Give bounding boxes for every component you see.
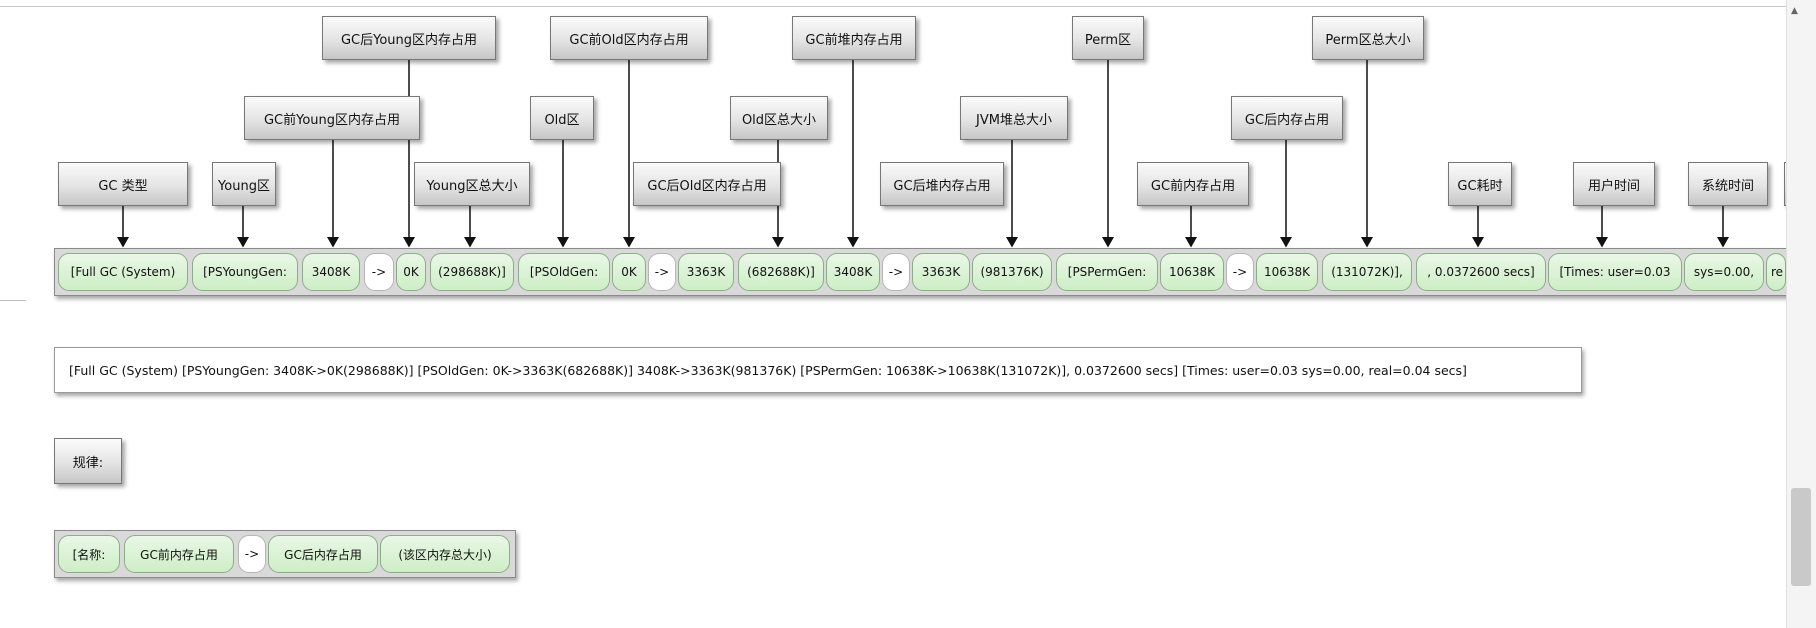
segment-young-before: 3408K	[302, 253, 360, 291]
segment-real-partial: re	[1766, 253, 1786, 291]
rule-segment-name: [名称:	[58, 535, 120, 573]
label-gc-time: GC耗时	[1448, 162, 1512, 206]
label-young-total: Young区总大小	[414, 162, 530, 206]
label-gc-before-old: GC前Old区内存占用	[550, 16, 708, 60]
segment-perm-before: 10638K	[1160, 253, 1224, 291]
label-gc-type: GC 类型	[58, 162, 188, 206]
segment-full-gc: [Full GC (System)	[58, 253, 188, 291]
segment-arrow: ->	[648, 253, 676, 291]
segment-arrow: ->	[882, 253, 910, 291]
full-gc-log-line: [Full GC (System) [PSYoungGen: 3408K->0K…	[54, 347, 1582, 393]
segment-heap-before: 3408K	[826, 253, 880, 291]
label-jvm-heap-total: JVM堆总大小	[960, 96, 1068, 140]
segment-old-before: 0K	[612, 253, 646, 291]
segment-old-after: 3363K	[678, 253, 734, 291]
label-old-total: Old区总大小	[730, 96, 828, 140]
label-sys-time: 系统时间	[1688, 162, 1768, 206]
label-user-time: 用户时间	[1573, 162, 1655, 206]
label-gc-after-heap: GC后堆内存占用	[880, 162, 1004, 206]
label-gc-after-mem: GC后内存占用	[1231, 96, 1343, 140]
segment-young-after: 0K	[396, 253, 426, 291]
segment-heap-after: 3363K	[912, 253, 970, 291]
segment-heap-total: (981376K)	[972, 253, 1052, 291]
scrollbar-thumb[interactable]	[1791, 488, 1811, 586]
top-divider	[0, 6, 1790, 7]
segment-arrow: ->	[1226, 253, 1254, 291]
rule-label: 规律:	[54, 438, 122, 484]
label-gc-before-young: GC前Young区内存占用	[244, 96, 420, 140]
segment-old-total: (682688K)]	[738, 253, 824, 291]
label-gc-after-old: GC后Old区内存占用	[633, 162, 781, 206]
label-perm: Perm区	[1072, 16, 1144, 60]
rule-segment-arrow: ->	[238, 535, 266, 573]
rule-segment-total: (该区内存总大小)	[380, 535, 510, 573]
scroll-up-icon[interactable]: ▲	[1791, 6, 1798, 16]
label-gc-before-heap: GC前堆内存占用	[792, 16, 916, 60]
rule-segment-after: GC后内存占用	[268, 535, 378, 573]
segment-perm-total: (131072K)],	[1322, 253, 1412, 291]
segment-pspermgen: [PSPermGen:	[1056, 253, 1158, 291]
rule-segment-before: GC前内存占用	[124, 535, 234, 573]
segment-times-user: [Times: user=0.03	[1548, 253, 1682, 291]
segment-gc-time: , 0.0372600 secs]	[1416, 253, 1546, 291]
label-gc-before-mem: GC前内存占用	[1137, 162, 1249, 206]
segment-sys: sys=0.00,	[1684, 253, 1764, 291]
segment-arrow: ->	[364, 253, 394, 291]
label-old: Old区	[530, 96, 594, 140]
segment-psyounggen: [PSYoungGen:	[192, 253, 298, 291]
label-gc-after-young: GC后Young区内存占用	[322, 16, 496, 60]
label-young: Young区	[212, 162, 276, 206]
left-divider	[0, 300, 26, 301]
segment-young-total: (298688K)]	[430, 253, 514, 291]
segment-psoldgen: [PSOldGen:	[518, 253, 610, 291]
label-perm-total: Perm区总大小	[1312, 16, 1424, 60]
segment-perm-after: 10638K	[1256, 253, 1318, 291]
